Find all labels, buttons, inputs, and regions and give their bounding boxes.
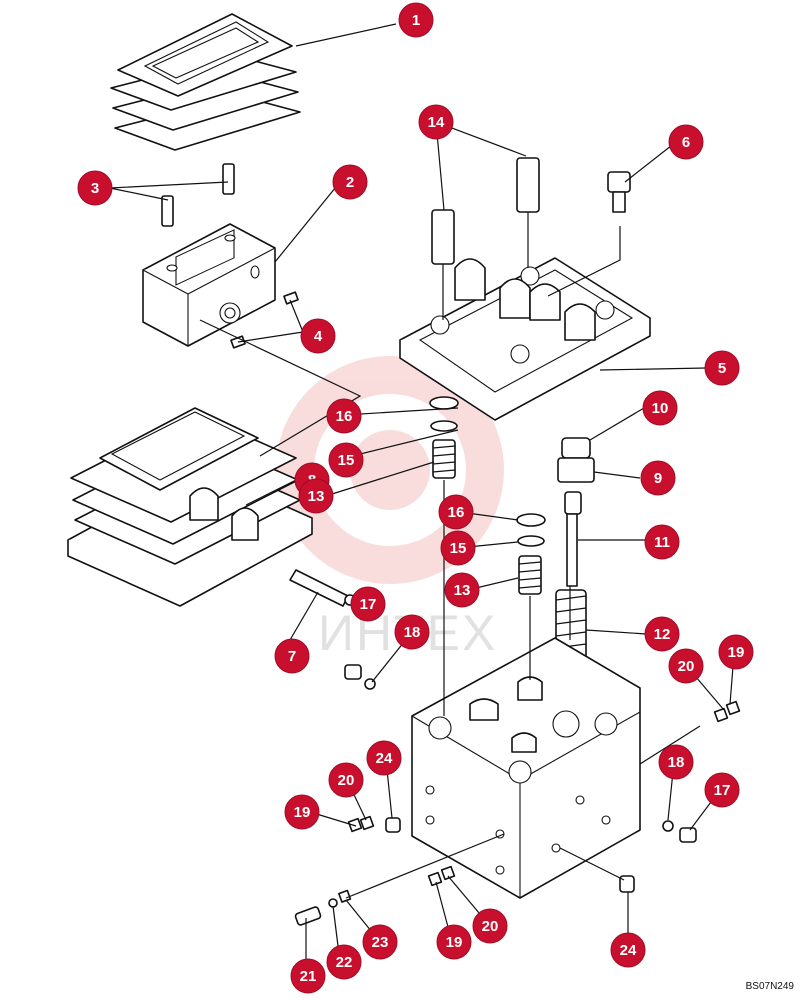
housing-block bbox=[142, 223, 276, 347]
svg-text:20: 20 bbox=[338, 772, 355, 789]
svg-text:10: 10 bbox=[652, 400, 669, 417]
callout-15-left: 15 bbox=[328, 442, 364, 478]
callout-16-left: 16 bbox=[326, 398, 362, 434]
callout-15-right: 15 bbox=[440, 530, 476, 566]
callout-24-left: 24 bbox=[366, 740, 402, 776]
callout-7: 7 bbox=[274, 638, 310, 674]
callout-19-right: 19 bbox=[718, 634, 754, 670]
svg-text:3: 3 bbox=[91, 180, 99, 197]
svg-text:12: 12 bbox=[654, 626, 671, 643]
svg-text:11: 11 bbox=[654, 534, 670, 551]
left-plate-assembly bbox=[67, 407, 313, 607]
rubber-boot-top bbox=[110, 13, 301, 151]
svg-text:17: 17 bbox=[360, 596, 377, 613]
svg-text:7: 7 bbox=[288, 648, 296, 665]
callout-17-left: 17 bbox=[350, 586, 386, 622]
drawing-code: BS07N249 bbox=[745, 981, 794, 992]
svg-text:13: 13 bbox=[308, 488, 325, 505]
callout-19-bottom: 19 bbox=[436, 924, 472, 960]
callout-24-bottom: 24 bbox=[610, 932, 646, 968]
callout-18-right: 18 bbox=[658, 744, 694, 780]
callout-11: 11 bbox=[644, 524, 680, 560]
callout-21: 21 bbox=[290, 958, 326, 994]
callout-18-left: 18 bbox=[394, 614, 430, 650]
svg-text:15: 15 bbox=[338, 452, 355, 469]
svg-text:15: 15 bbox=[450, 540, 467, 557]
bottom-fittings bbox=[294, 815, 635, 926]
svg-text:19: 19 bbox=[294, 804, 311, 821]
callout-13-right: 13 bbox=[444, 572, 480, 608]
callout-9: 9 bbox=[640, 460, 676, 496]
svg-text:2: 2 bbox=[346, 174, 354, 191]
svg-text:19: 19 bbox=[446, 934, 463, 951]
svg-text:22: 22 bbox=[336, 954, 353, 971]
valve-body bbox=[411, 637, 641, 899]
svg-text:18: 18 bbox=[404, 624, 421, 641]
dowel-pins bbox=[431, 157, 540, 265]
spool-components bbox=[344, 396, 741, 843]
callout-17-right: 17 bbox=[704, 772, 740, 808]
svg-text:23: 23 bbox=[372, 934, 389, 951]
callout-19-left: 19 bbox=[284, 794, 320, 830]
callout-22: 22 bbox=[326, 944, 362, 980]
svg-text:5: 5 bbox=[718, 360, 726, 377]
stud-bolts bbox=[161, 163, 235, 227]
svg-text:4: 4 bbox=[314, 328, 323, 345]
callout-16-right: 16 bbox=[438, 494, 474, 530]
callout-20-right: 20 bbox=[668, 648, 704, 684]
svg-text:24: 24 bbox=[376, 750, 393, 767]
svg-text:13: 13 bbox=[454, 582, 471, 599]
callout-23: 23 bbox=[362, 924, 398, 960]
svg-text:6: 6 bbox=[682, 134, 690, 151]
svg-text:16: 16 bbox=[448, 504, 465, 521]
callout-4: 4 bbox=[300, 318, 336, 354]
svg-text:14: 14 bbox=[428, 114, 445, 131]
callout-20-left: 20 bbox=[328, 762, 364, 798]
svg-text:24: 24 bbox=[620, 942, 637, 959]
svg-text:9: 9 bbox=[654, 470, 662, 487]
svg-text:20: 20 bbox=[482, 918, 499, 935]
callout-14: 14 bbox=[418, 104, 454, 140]
callout-13-left: 13 bbox=[298, 478, 334, 514]
svg-text:18: 18 bbox=[668, 754, 685, 771]
svg-text:19: 19 bbox=[728, 644, 745, 661]
pivot-shaft bbox=[289, 569, 356, 607]
cap-screw bbox=[607, 171, 631, 213]
callout-5: 5 bbox=[704, 350, 740, 386]
svg-text:1: 1 bbox=[412, 12, 420, 29]
callout-3: 3 bbox=[77, 170, 113, 206]
callout-1: 1 bbox=[398, 2, 434, 38]
svg-text:21: 21 bbox=[300, 968, 317, 985]
callout-6: 6 bbox=[668, 124, 704, 160]
svg-text:17: 17 bbox=[714, 782, 731, 799]
svg-text:20: 20 bbox=[678, 658, 695, 675]
svg-text:16: 16 bbox=[336, 408, 353, 425]
watermark-gear bbox=[276, 356, 504, 584]
callouts: 1 2 3 4 5 6 7 8 9 10 11 12 13 13 14 15 1… bbox=[77, 2, 754, 994]
callout-20-bottom: 20 bbox=[472, 908, 508, 944]
callout-10: 10 bbox=[642, 390, 678, 426]
callout-12: 12 bbox=[644, 616, 680, 652]
top-plate-assembly bbox=[399, 257, 651, 421]
callout-2: 2 bbox=[332, 164, 368, 200]
